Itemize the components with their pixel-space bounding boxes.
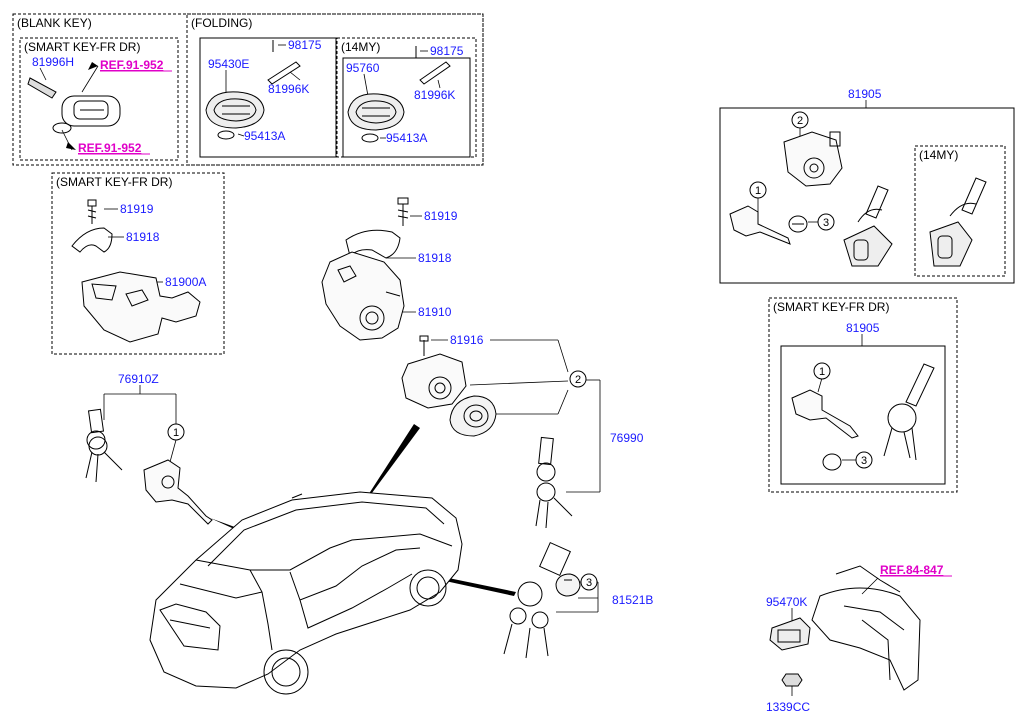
trunk-lock-cylinder-icon: [555, 573, 581, 597]
part-81996K-b[interactable]: 81996K: [414, 88, 455, 102]
part-81521B[interactable]: 81521B: [612, 593, 653, 607]
part-81996H[interactable]: 81996H: [32, 55, 74, 69]
battery-icon: [52, 122, 72, 134]
lock-cylinder-icon: [449, 395, 497, 437]
part-1339CC[interactable]: 1339CC: [766, 700, 810, 714]
screw-icon: [87, 199, 97, 224]
part-95760[interactable]: 95760: [346, 61, 380, 75]
part-95413A-b[interactable]: 95413A: [386, 131, 427, 145]
callout-2-top-right: 2: [797, 115, 803, 127]
smart-key-right-inner-box: [780, 345, 946, 485]
smart-key-left-header: (SMART KEY-FR DR): [56, 175, 172, 189]
part-81905-box[interactable]: 81905: [846, 321, 880, 335]
my14-right-header: (14MY): [919, 148, 958, 162]
callout-1-door: 1: [173, 427, 179, 439]
smart-key-right-box: [768, 297, 958, 493]
folding-header: (FOLDING): [191, 16, 252, 30]
lock-cylinder-icon: [788, 215, 808, 233]
door-lock-cylinder-icon: [143, 459, 213, 525]
ignition-switch-icon: [321, 251, 405, 341]
part-95430E[interactable]: 95430E: [208, 57, 249, 71]
callout-3-smart-right: 3: [861, 455, 867, 467]
top-right-kit-box: [719, 107, 1015, 284]
my14-folding-inner-box: [342, 57, 471, 158]
part-81910[interactable]: 81910: [418, 305, 452, 319]
part-81919-center[interactable]: 81919: [424, 209, 458, 223]
folding-inner-box: [199, 37, 337, 158]
callout-3-center: 3: [586, 577, 592, 589]
door-lock-cylinder-icon: [729, 205, 791, 245]
folding-key-fob-icon: [205, 91, 265, 129]
smart-key-fob-icon: [27, 77, 121, 127]
ref-91-952-top[interactable]: REF.91-952: [100, 58, 164, 72]
key-blade-icon: [267, 61, 301, 85]
lock-housing-icon: [81, 271, 201, 343]
immobilizer-antenna-icon: [769, 565, 921, 691]
nut-icon: [781, 673, 803, 687]
lock-cylinder-icon: [822, 453, 842, 471]
smart-key-right-header: (SMART KEY-FR DR): [773, 300, 889, 314]
part-81900A[interactable]: 81900A: [165, 275, 206, 289]
smart-key-fob-icon: [843, 185, 893, 267]
part-95413A-a[interactable]: 95413A: [244, 129, 285, 143]
part-81916[interactable]: 81916: [450, 333, 484, 347]
blank-key-header: (BLANK KEY): [17, 16, 92, 30]
door-lock-cylinder-icon: [791, 389, 859, 439]
part-81919-left[interactable]: 81919: [120, 202, 154, 216]
smart-key-left-box: [51, 172, 225, 355]
key-set-icon: [535, 436, 573, 529]
part-81918-center[interactable]: 81918: [418, 251, 452, 265]
key-set-icon: [85, 408, 123, 483]
part-81996K-a[interactable]: 81996K: [268, 82, 309, 96]
my14-folding-header: (14MY): [341, 40, 380, 54]
part-95470K[interactable]: 95470K: [766, 595, 807, 609]
callout-1-smart-right: 1: [819, 366, 825, 378]
smart-key-fob-icon: [929, 177, 987, 267]
callout-1-top-right: 1: [755, 185, 761, 197]
part-81905-top[interactable]: 81905: [848, 87, 882, 101]
key-set-icon: [883, 363, 935, 461]
key-set-icon: [503, 541, 571, 659]
ignition-switch-icon: [401, 335, 467, 409]
smart-key-blank-header: (SMART KEY-FR DR): [24, 40, 140, 54]
part-98175-a[interactable]: 98175: [288, 38, 322, 52]
screw-icon: [397, 197, 409, 226]
ref-84-847[interactable]: REF.84-847: [880, 563, 944, 577]
my14-right-box: [914, 145, 1006, 277]
part-98175-b[interactable]: 98175: [430, 44, 464, 58]
callout-2-center: 2: [575, 374, 581, 386]
part-81918-left[interactable]: 81918: [126, 230, 160, 244]
callout-3-top-right: 3: [823, 217, 829, 229]
car-outline-icon: [149, 491, 463, 695]
folding-group-box: [186, 13, 484, 166]
part-76910Z[interactable]: 76910Z: [118, 372, 159, 386]
ref-91-952-bottom[interactable]: REF.91-952: [78, 141, 142, 155]
part-76990[interactable]: 76990: [610, 431, 644, 445]
ignition-switch-icon: [783, 131, 843, 187]
